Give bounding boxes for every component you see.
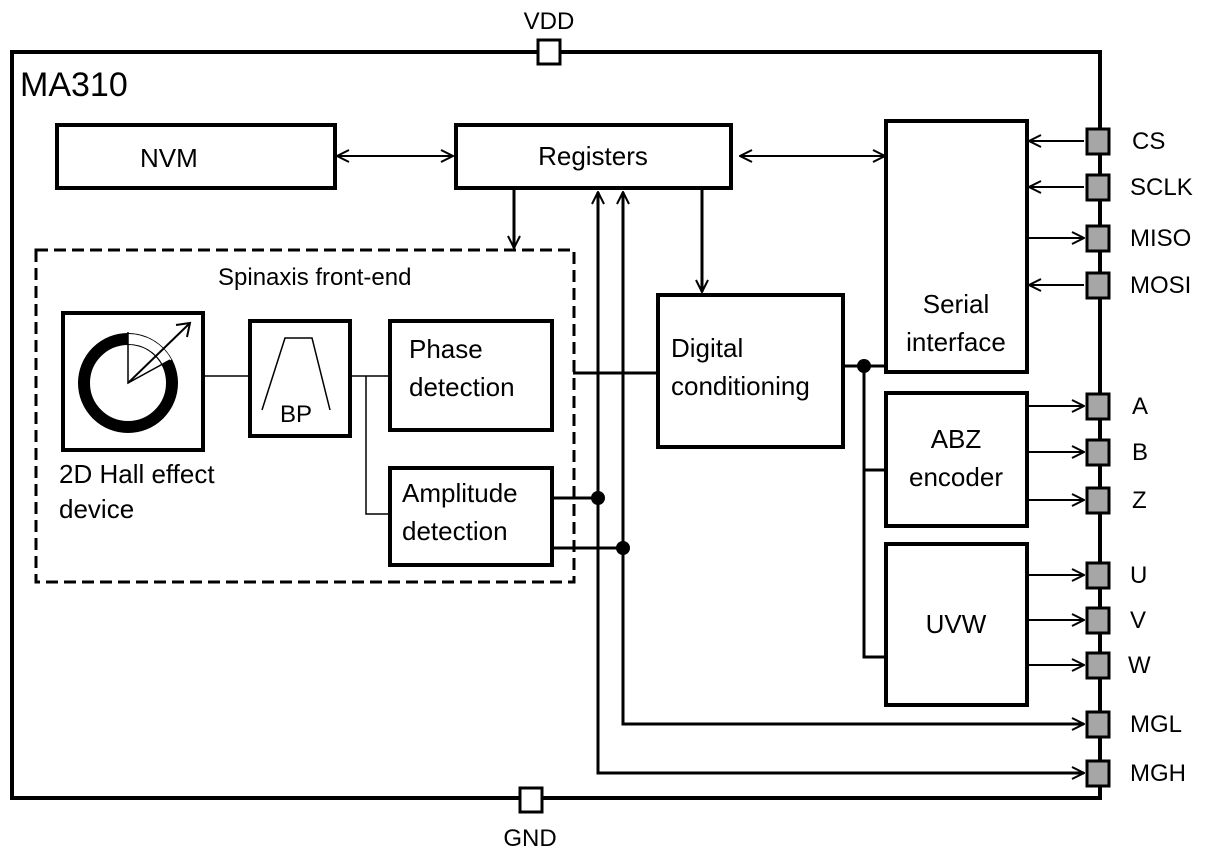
miso-label: MISO bbox=[1130, 225, 1191, 252]
amp-mgl-junction bbox=[616, 541, 630, 555]
amplitude-label-2: detection bbox=[402, 516, 508, 546]
uvw-label: UVW bbox=[926, 609, 987, 639]
serial-label-1: Serial bbox=[923, 289, 989, 319]
chip-name: MA310 bbox=[20, 66, 128, 104]
uvw-block bbox=[884, 542, 1029, 707]
u-label: U bbox=[1130, 562, 1147, 589]
u-pin bbox=[1085, 561, 1111, 590]
bp-detection-links bbox=[350, 375, 390, 515]
mosi-pin bbox=[1085, 271, 1111, 300]
registers-block bbox=[454, 123, 733, 190]
serial-interface-block bbox=[884, 119, 1029, 374]
w-label: W bbox=[1128, 652, 1151, 679]
sclk-pin bbox=[1085, 173, 1111, 202]
mosi-label: MOSI bbox=[1130, 272, 1191, 299]
nvm-label: NVM bbox=[140, 143, 198, 173]
b-pin bbox=[1085, 438, 1111, 467]
hall-sensor-icon bbox=[78, 321, 192, 433]
mgl-line bbox=[623, 192, 1084, 724]
frontend-label: Spinaxis front-end bbox=[218, 264, 411, 291]
frontend-region bbox=[34, 248, 576, 584]
amp-mgh-junction bbox=[591, 491, 605, 505]
serial-label-2: interface bbox=[906, 327, 1006, 357]
digital-output-bus bbox=[843, 364, 884, 659]
hall-device-label-1: 2D Hall effect bbox=[59, 459, 215, 489]
abz-encoder-block bbox=[884, 391, 1029, 528]
mgh-pin bbox=[1085, 759, 1111, 788]
miso-pin bbox=[1085, 224, 1111, 253]
v-label: V bbox=[1130, 607, 1146, 634]
v-pin bbox=[1085, 606, 1111, 635]
phase-detection-block bbox=[388, 319, 554, 432]
vdd-label: VDD bbox=[524, 8, 575, 35]
digital-output-junction bbox=[857, 359, 871, 373]
abz-label-1: ABZ bbox=[931, 424, 982, 454]
w-pin bbox=[1085, 651, 1111, 680]
a-pin bbox=[1085, 392, 1111, 421]
vdd-pin bbox=[536, 38, 562, 66]
cs-pin bbox=[1085, 127, 1111, 156]
abz-label-2: encoder bbox=[909, 462, 1003, 492]
bandpass-block bbox=[248, 319, 352, 438]
digital-label-2: conditioning bbox=[671, 371, 810, 401]
mgh-line bbox=[598, 192, 1084, 773]
sclk-label: SCLK bbox=[1130, 174, 1193, 201]
amplitude-detection-block bbox=[388, 466, 554, 567]
phase-label-1: Phase bbox=[409, 334, 483, 364]
bandpass-icon bbox=[261, 337, 331, 411]
amplitude-label-1: Amplitude bbox=[402, 478, 518, 508]
b-label: B bbox=[1132, 439, 1148, 466]
registers-label: Registers bbox=[538, 141, 648, 171]
a-label: A bbox=[1132, 393, 1148, 420]
gnd-label: GND bbox=[503, 825, 556, 852]
mgl-label: MGL bbox=[1130, 711, 1182, 738]
mgl-pin bbox=[1085, 710, 1111, 739]
bandpass-label: BP bbox=[280, 401, 312, 428]
cs-label: CS bbox=[1132, 128, 1165, 155]
gnd-pin bbox=[518, 786, 544, 814]
z-pin bbox=[1085, 486, 1111, 515]
z-label: Z bbox=[1132, 487, 1147, 514]
hall-device-label-2: device bbox=[59, 494, 134, 524]
digital-label-1: Digital bbox=[671, 333, 743, 363]
phase-label-2: detection bbox=[409, 372, 515, 402]
nvm-block bbox=[55, 123, 337, 190]
mgh-label: MGH bbox=[1130, 760, 1186, 787]
